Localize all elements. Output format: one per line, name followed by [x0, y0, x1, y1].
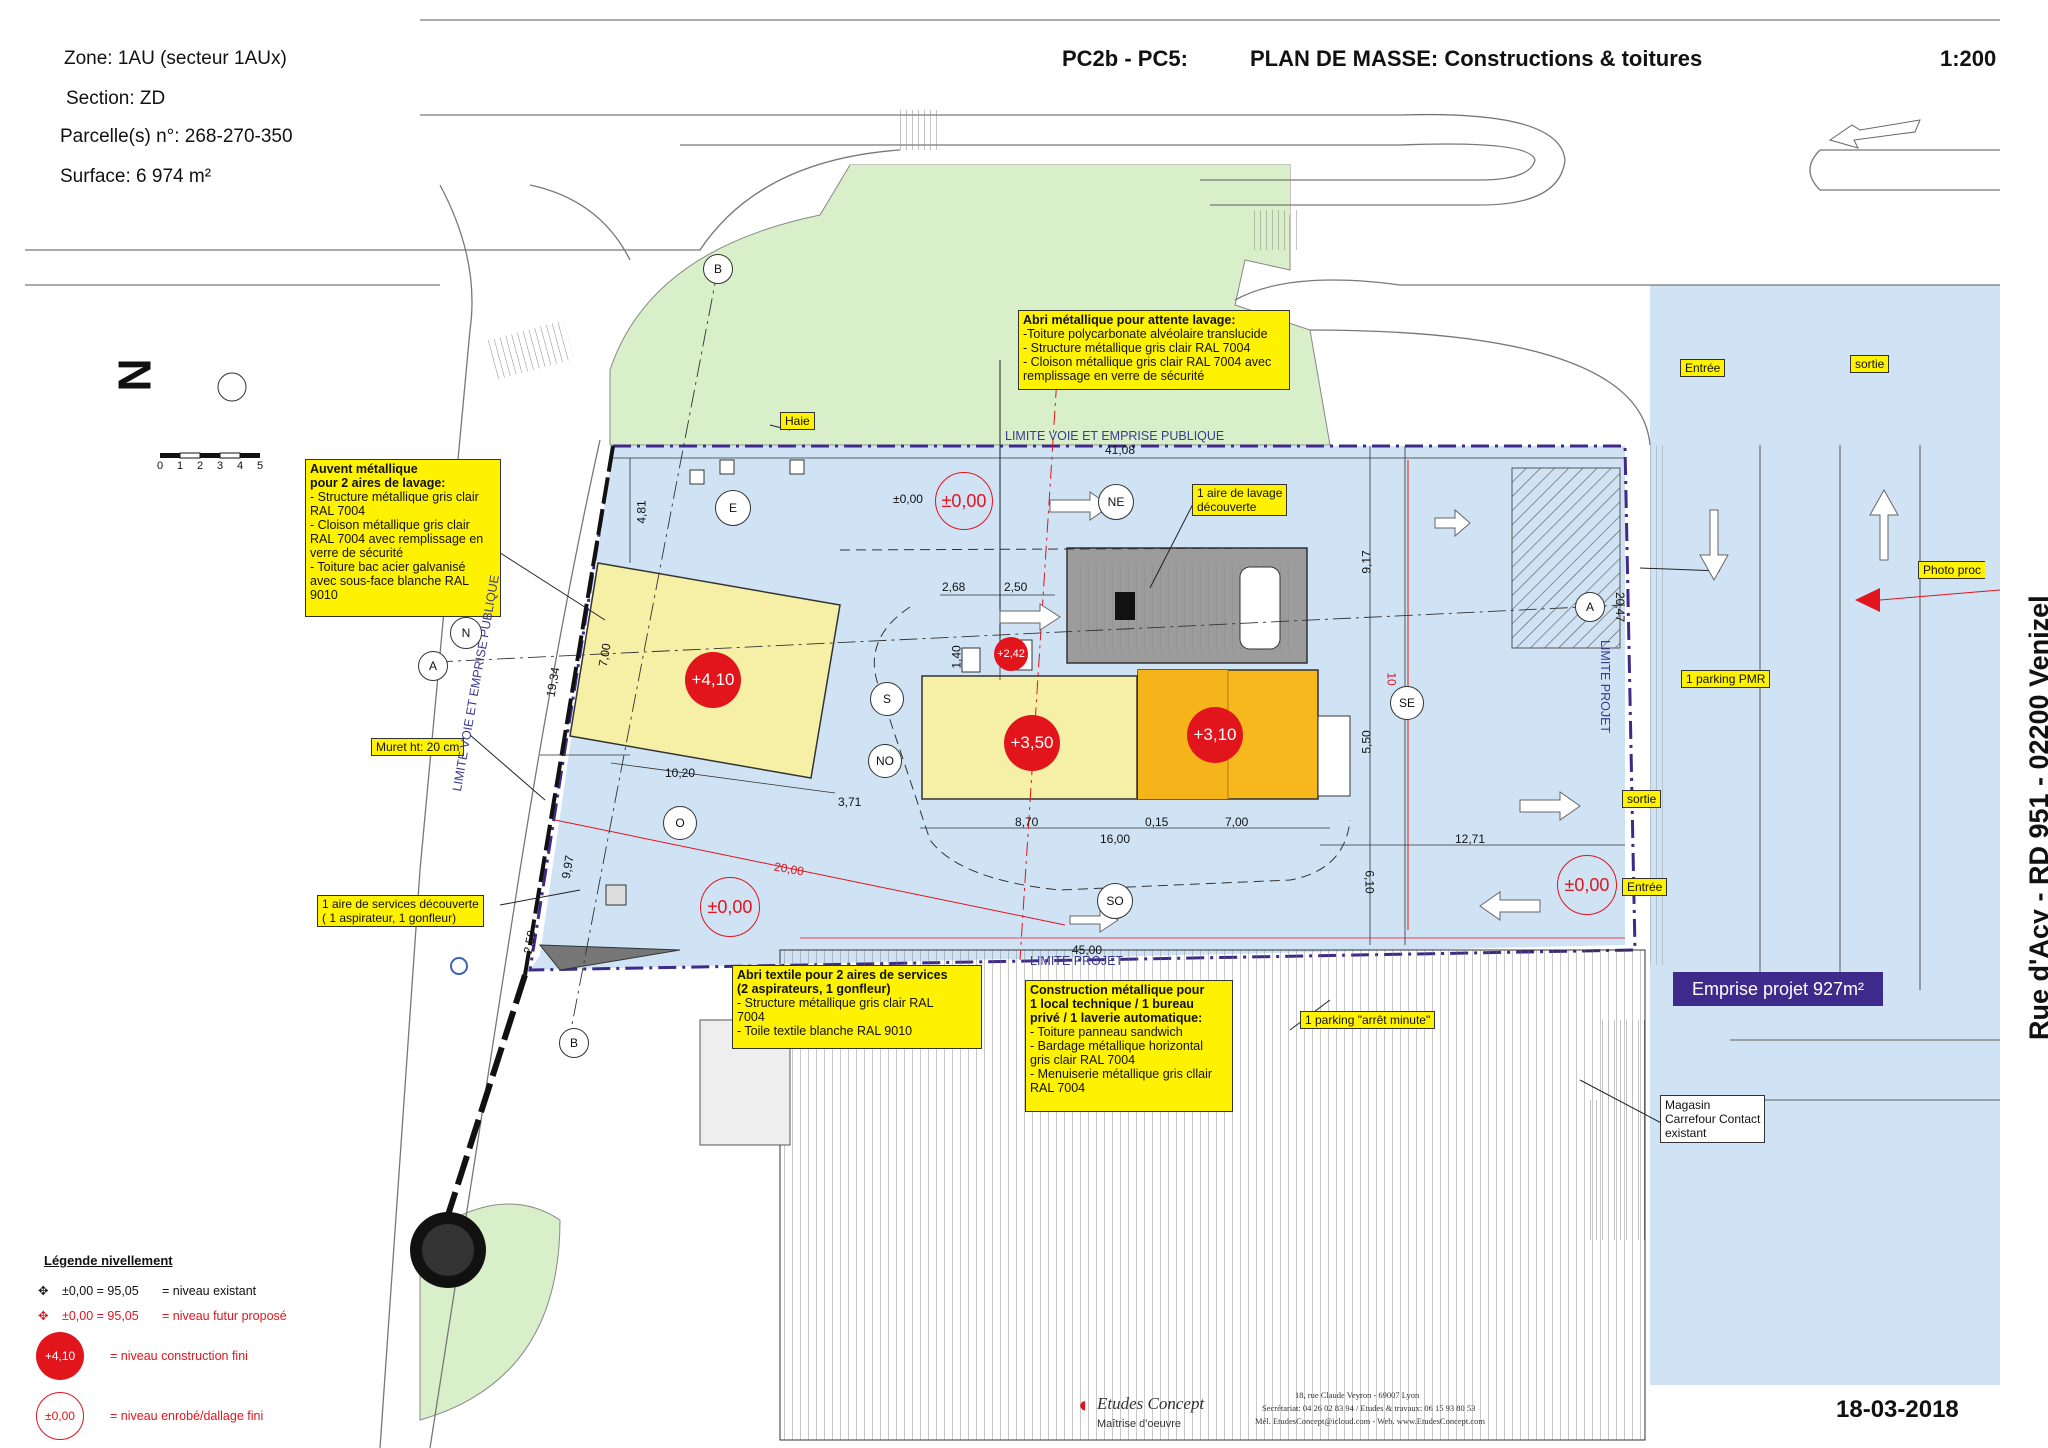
- label-sortie-right: sortie: [1622, 790, 1662, 808]
- section-marker-A-left: A: [418, 651, 448, 681]
- dim-481: 4,81: [634, 500, 649, 524]
- surface-label: Surface: 6 974 m²: [60, 166, 212, 187]
- label-parking-minute: 1 parking "arrêt minute": [1300, 1011, 1436, 1029]
- entry-zone: [1645, 445, 1665, 965]
- project-boundary: [528, 444, 1637, 972]
- label-aire-services: 1 aire de services découverte ( 1 aspira…: [317, 895, 484, 927]
- sheet-scale: 1:200: [1940, 46, 1997, 71]
- marker-N: N: [450, 617, 482, 649]
- marker-E: E: [715, 490, 751, 526]
- dim-1020: 10,20: [665, 766, 696, 780]
- emprise-label: Emprise projet 927m²: [1673, 972, 1883, 1006]
- label-photo: Photo proc: [1918, 561, 1986, 579]
- dim-550: 5,50: [1359, 730, 1374, 754]
- label-entree-right: Entrée: [1622, 878, 1668, 896]
- label-haie: Haie: [780, 412, 815, 430]
- section-marker-A-right: A: [1575, 592, 1605, 622]
- legend-cross-icon: ✥: [38, 1284, 49, 1298]
- label-entree-top: Entrée: [1680, 359, 1726, 377]
- green-area-top2: [850, 165, 1290, 215]
- driveway-loop: [839, 547, 1351, 891]
- marker-NO: NO: [868, 744, 902, 778]
- road-lines: [25, 19, 2000, 1448]
- dim-140: 1,40: [949, 645, 964, 669]
- marker-NE: NE: [1098, 484, 1134, 520]
- logo-icon: ◖: [1076, 1392, 1090, 1417]
- dim-1600: 16,00: [1100, 832, 1131, 846]
- label-limite-top: LIMITE VOIE ET EMPRISE PUBLIQUE: [1005, 429, 1225, 443]
- callout-abri-attente: Abri métallique pour attente lavage: -To…: [1018, 310, 1290, 390]
- dim-10: 10: [1384, 672, 1399, 686]
- dim-4108: 41,08: [1105, 443, 1136, 457]
- label-aire-lavage: 1 aire de lavage découverte: [1192, 484, 1288, 516]
- parking-zone: [1650, 285, 2000, 1385]
- address-label: Rue d'Acy - RD 951 - 02200 Venizel: [2024, 595, 2048, 1040]
- level-construction: +3,10: [1187, 707, 1243, 763]
- zone-label: Zone: 1AU (secteur 1AUx): [64, 48, 287, 69]
- sheet-ref: PC2b - PC5:: [1062, 46, 1188, 71]
- label-muret: Muret ht: 20 cm: [371, 738, 465, 756]
- pmr-hatch: [1511, 467, 1621, 649]
- level-small: +2,42: [994, 637, 1028, 671]
- legend-red-disk: +4,10: [36, 1332, 84, 1380]
- sheet-title: PLAN DE MASSE: Constructions & toitures: [1250, 46, 1703, 71]
- section-label: Section: ZD: [66, 88, 166, 109]
- compass-rose: [192, 347, 272, 427]
- label-magasin: Magasin Carrefour Contact existant: [1660, 1095, 1766, 1143]
- dim-700b: 7,00: [1225, 815, 1249, 829]
- left-road-boundary: [523, 445, 615, 976]
- level-ground-right: ±0,00: [1557, 855, 1617, 915]
- company-sub: Maîtrise d'oeuvre: [1097, 1418, 1182, 1430]
- level-abri: +3,50: [1004, 715, 1060, 771]
- marker-S: S: [870, 682, 904, 716]
- dim-1271: 12,71: [1455, 832, 1486, 846]
- callout-auvent: Auvent métallique pour 2 aires de lavage…: [305, 459, 501, 617]
- marker-O: O: [663, 806, 697, 840]
- label-sortie-top: sortie: [1850, 355, 1890, 373]
- label-limite-projet-bottom: LIMITE PROJET: [1030, 954, 1124, 968]
- dim-610: 6,10: [1362, 870, 1377, 894]
- dim-015: 0,15: [1145, 815, 1169, 829]
- legend-red-ring: ±0,00: [36, 1392, 84, 1440]
- callout-construction: Construction métallique pour 1 local tec…: [1025, 980, 1233, 1112]
- north-arrow-letter: N: [108, 358, 161, 392]
- dim-2047: 20,47: [1613, 591, 1628, 623]
- dim-917: 9,17: [1359, 550, 1374, 574]
- scale-bar: [160, 452, 260, 459]
- date-label: 18-03-2018: [1836, 1396, 1959, 1423]
- callout-abri-textile: Abri textile pour 2 aires de services (2…: [732, 965, 982, 1049]
- dimension-20: [554, 819, 1066, 926]
- label-limite-projet-right: LIMITE PROJET: [1598, 640, 1612, 734]
- label-parking-pmr: 1 parking PMR: [1681, 670, 1771, 688]
- section-marker-B-bottom: B: [559, 1028, 589, 1058]
- dim-000: ±0,00: [893, 492, 923, 506]
- section-a-line: [434, 604, 1626, 663]
- dim-268: 2,68: [942, 580, 966, 594]
- section-marker-B-top: B: [703, 254, 733, 284]
- marker-SO: SO: [1097, 883, 1133, 919]
- dim-250b: 2,50: [1004, 580, 1028, 594]
- marker-SE: SE: [1390, 686, 1424, 720]
- parcel-label: Parcelle(s) n°: 268-270-350: [60, 126, 293, 147]
- section-b-line: [569, 267, 719, 1036]
- level-ground-left: ±0,00: [700, 877, 760, 937]
- photo-arrow: [1855, 588, 1880, 612]
- dim-4500: 45,00: [1072, 943, 1103, 957]
- level-canopy: +4,10: [685, 652, 741, 708]
- level-ground-top: ±0,00: [935, 472, 993, 530]
- dim-371: 3,71: [838, 795, 862, 809]
- company-name: Etudes Concept: [1097, 1394, 1205, 1413]
- legend-cross-red-icon: ✥: [38, 1309, 49, 1323]
- traffic-arrows: [999, 119, 1921, 933]
- legend-title: Légende nivellement: [44, 1253, 173, 1268]
- dim-870: 8,70: [1015, 815, 1039, 829]
